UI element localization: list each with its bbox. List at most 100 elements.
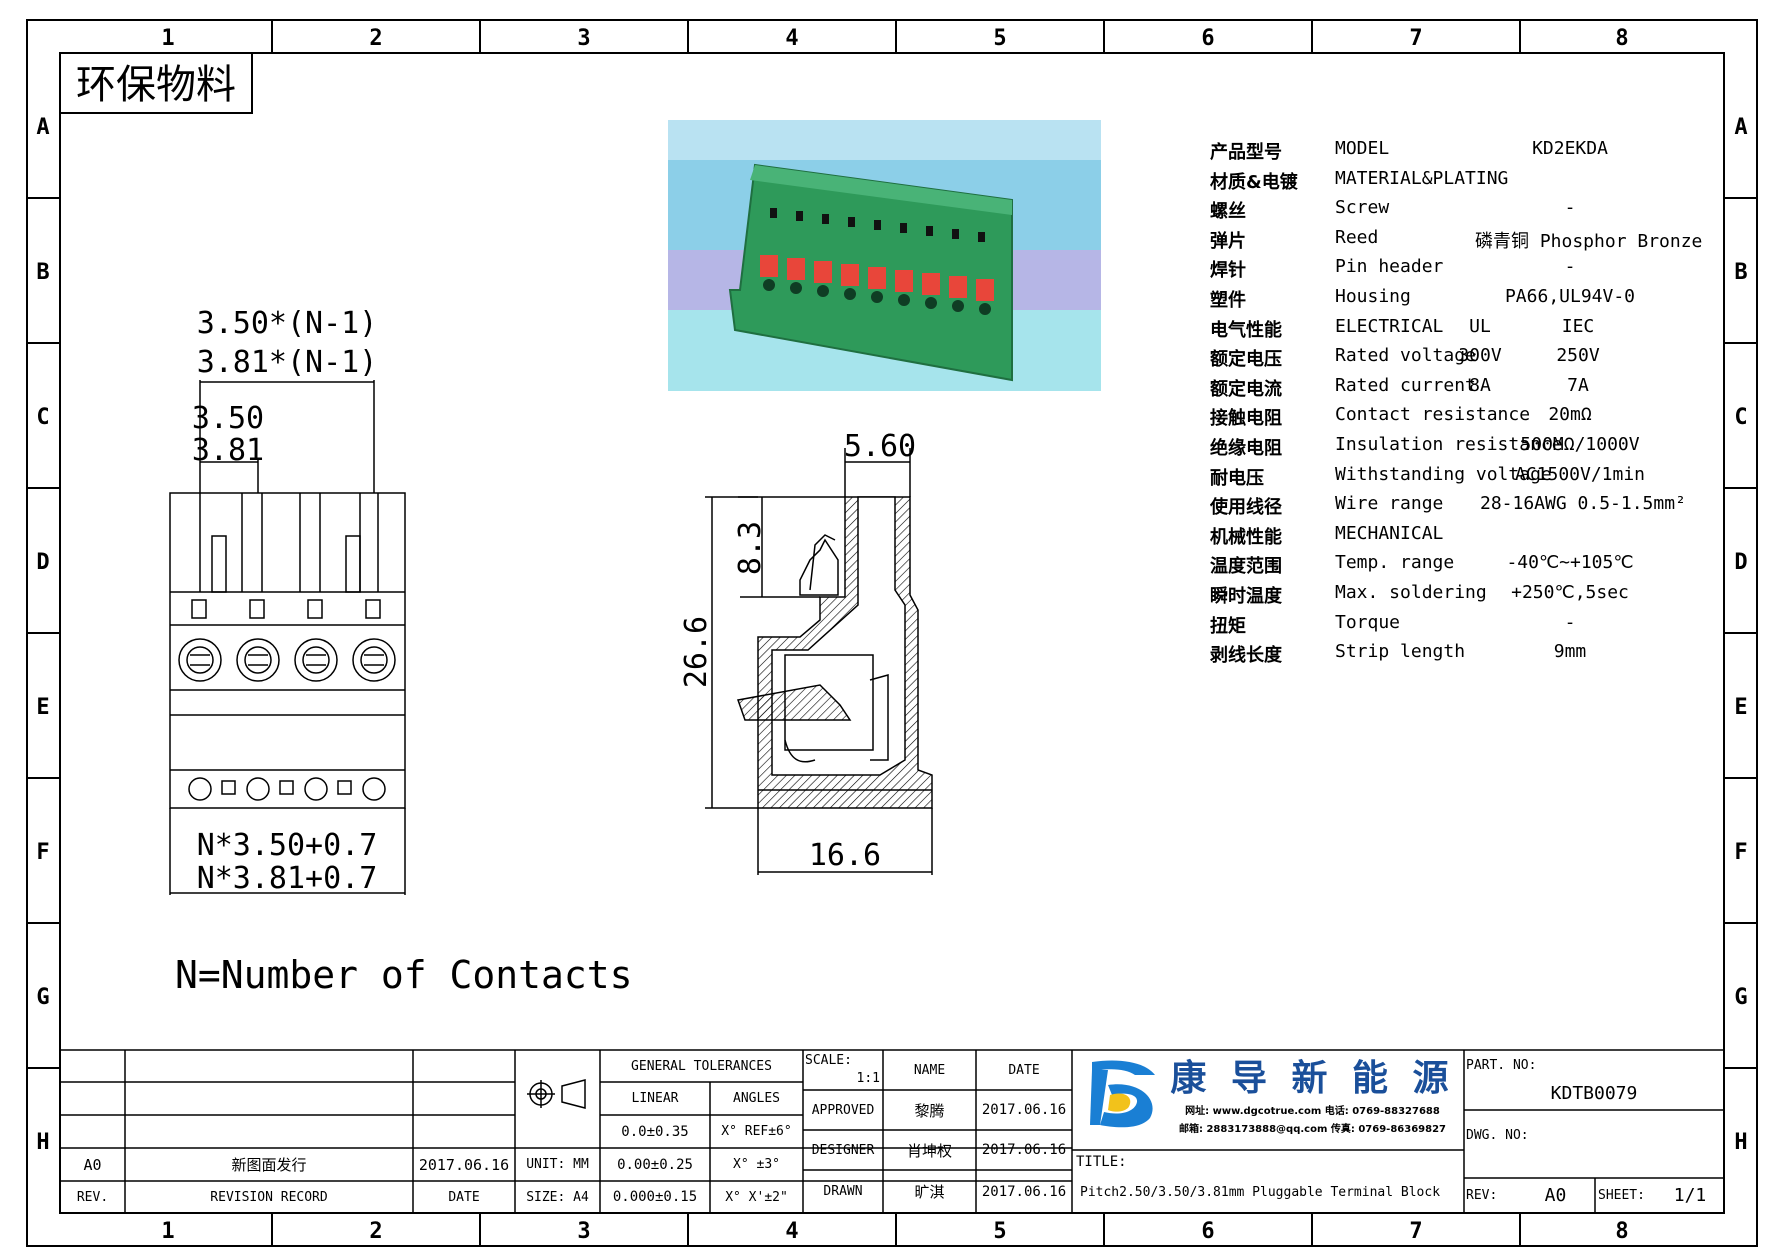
angles-label: ANGLES — [733, 1091, 780, 1106]
spec-row: 材质&电镀 MATERIAL&PLATING — [1210, 168, 1680, 198]
spec-zh: 焊针 — [1210, 260, 1246, 282]
spec-row: 扭矩 Torque - — [1210, 612, 1680, 642]
name-header: NAME — [913, 1062, 946, 1078]
spec-en: Max. soldering — [1335, 581, 1487, 603]
row-letter: E — [1734, 695, 1747, 720]
spec-value: 28-16AWG 0.5-1.5mm² — [1480, 493, 1686, 515]
spec-zh: 扭矩 — [1210, 615, 1246, 637]
dim-height-small: 8.3 — [733, 521, 768, 575]
spec-value: AC1500V/1min — [1514, 463, 1646, 485]
tolerance-3: 0.000±0.15 — [612, 1189, 698, 1205]
row-letter: B — [1734, 260, 1747, 285]
size-label: SIZE: A4 — [526, 1189, 589, 1205]
dim-bottom-2: N*3.81+0.7 — [197, 861, 378, 896]
spec-en: MATERIAL&PLATING — [1335, 167, 1509, 189]
dim-width-top: 5.60 — [844, 429, 916, 464]
spec-zh: 使用线径 — [1210, 497, 1282, 519]
dim-bottom: 16.6 — [809, 838, 881, 873]
spec-en: Wire range — [1335, 493, 1444, 515]
row-letter: D — [36, 550, 49, 575]
spec-row: 机械性能 MECHANICAL — [1210, 523, 1680, 553]
drawing-title: Pitch2.50/3.50/3.81mm Pluggable Terminal… — [1080, 1184, 1441, 1200]
dwg-no-label: DWG. NO: — [1466, 1127, 1529, 1143]
row-letter: F — [36, 840, 49, 865]
spec-row: 产品型号 MODEL KD2EKDA — [1210, 138, 1680, 168]
row-letter: B — [36, 260, 49, 285]
scale-value: 1:1 — [856, 1070, 880, 1086]
spec-row: 螺丝 Screw - — [1210, 197, 1680, 227]
spec-value: 9mm — [1553, 641, 1587, 663]
spec-value: 20mΩ — [1548, 404, 1592, 426]
spec-zh: 螺丝 — [1210, 201, 1246, 223]
spec-en: MECHANICAL — [1335, 522, 1444, 544]
spec-value-ul: 8A — [1469, 374, 1491, 396]
designer-label: DESIGNER — [811, 1142, 875, 1158]
dim-top-1: 3.50*(N-1) — [197, 306, 378, 341]
sheet-value: 1/1 — [1673, 1185, 1707, 1206]
spec-en: Screw — [1335, 197, 1390, 219]
spec-row: 使用线径 Wire range 28-16AWG 0.5-1.5mm² — [1210, 493, 1686, 523]
row-letter: E — [36, 695, 49, 720]
row-letter: F — [1734, 840, 1747, 865]
dim-pitch-2: 3.81 — [192, 433, 264, 468]
spec-zh: 剥线长度 — [1210, 645, 1282, 667]
col-number: 4 — [785, 1219, 798, 1244]
col-number: 8 — [1615, 1219, 1628, 1244]
dim-bottom-1: N*3.50+0.7 — [197, 828, 378, 863]
row-letter: G — [1734, 985, 1747, 1010]
col-number: 5 — [993, 1219, 1006, 1244]
designer-name: 肖坤权 — [906, 1141, 952, 1160]
revision-date: 2017.06.16 — [418, 1155, 510, 1174]
spec-en: Torque — [1335, 611, 1401, 633]
tolerance-1: 0.0±0.35 — [621, 1123, 689, 1140]
spec-en: ELECTRICAL — [1335, 315, 1444, 337]
general-tolerances: GENERAL TOLERANCES — [631, 1058, 772, 1074]
dim-top-2: 3.81*(N-1) — [197, 345, 378, 380]
contacts-note: N=Number of Contacts — [175, 953, 633, 997]
spec-en: Contact resistance — [1335, 404, 1531, 426]
dim-height-total: 26.6 — [679, 616, 714, 688]
spec-zh: 额定电流 — [1210, 378, 1282, 400]
col-number: 8 — [1615, 26, 1628, 51]
spec-value: KD2EKDA — [1532, 138, 1608, 159]
col-number: 1 — [161, 26, 174, 51]
spec-zh: 接触电阻 — [1210, 408, 1282, 430]
row-letter: H — [1734, 1130, 1747, 1155]
spec-en: Pin header — [1335, 256, 1444, 278]
col-number: 6 — [1201, 1219, 1214, 1244]
spec-value: - — [1564, 197, 1576, 219]
company-contact-1: 网址: www.dgcotrue.com 电话: 0769-88327688 — [1185, 1105, 1440, 1117]
spec-en: Reed — [1335, 226, 1379, 248]
approved-name: 黎腾 — [914, 1101, 945, 1120]
spec-table: 产品型号 MODEL KD2EKDA 材质&电镀 MATERIAL&PLATING 螺… — [1210, 138, 1702, 671]
spec-zh: 耐电压 — [1210, 467, 1264, 489]
rev-label-2: REV: — [1466, 1188, 1498, 1203]
stamp-box — [59, 52, 253, 114]
dim-pitch-1: 3.50 — [192, 401, 264, 436]
rev-value: A0 — [1544, 1185, 1567, 1206]
revision-record-label: REVISION RECORD — [210, 1189, 328, 1205]
side-view — [705, 448, 933, 875]
drawn-label: DRAWN — [823, 1184, 863, 1199]
angle-tol-2: X° ±3° — [733, 1157, 780, 1172]
spec-zh: 机械性能 — [1210, 526, 1282, 548]
title-label: TITLE: — [1076, 1154, 1127, 1170]
spec-row: 接触电阻 Contact resistance 20mΩ — [1210, 404, 1680, 434]
part-no-label: PART. NO: — [1466, 1057, 1537, 1073]
title-block-grid — [60, 1049, 1724, 1213]
spec-zh: 材质&电镀 — [1210, 171, 1298, 193]
col-number: 5 — [993, 26, 1006, 51]
approved-label: APPROVED — [811, 1102, 875, 1118]
spec-zh: 产品型号 — [1210, 142, 1282, 163]
col-number: 7 — [1409, 1219, 1422, 1244]
date-header: DATE — [1008, 1062, 1040, 1078]
col-number: 6 — [1201, 26, 1214, 51]
col-number: 3 — [577, 1219, 590, 1244]
spec-en: MODEL — [1335, 138, 1390, 159]
spec-value: - — [1564, 611, 1576, 633]
